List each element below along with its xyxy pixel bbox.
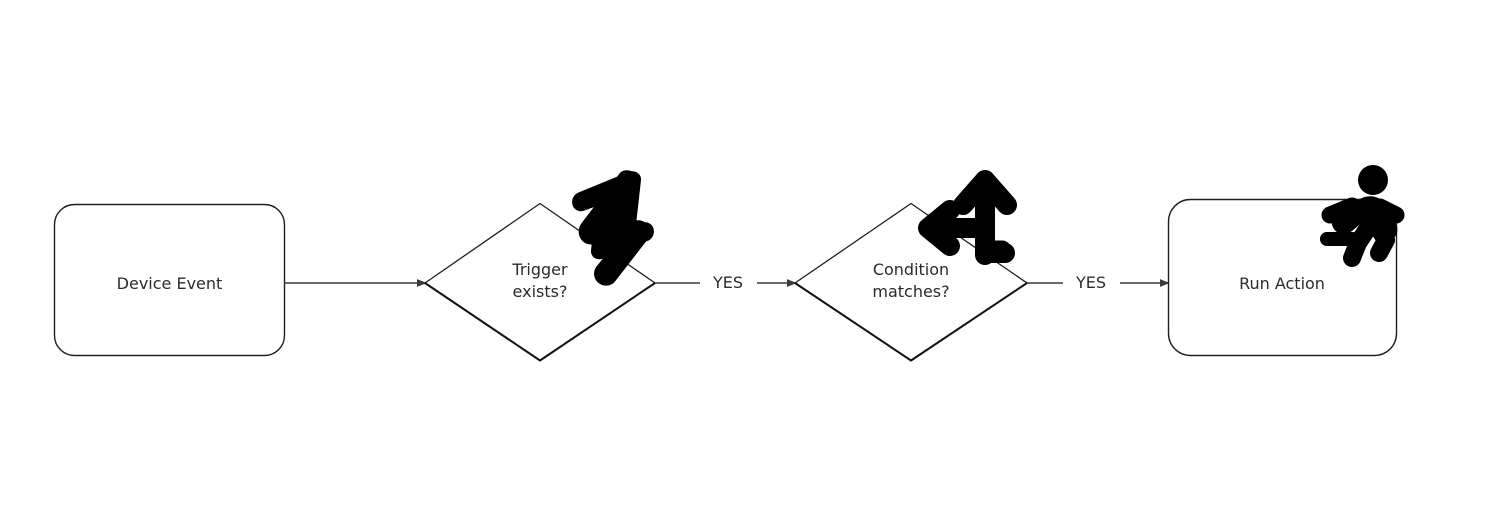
running-person-icon <box>1320 165 1405 267</box>
fork-directions-icon-tail <box>975 230 1015 263</box>
node-trigger-exists-shadow-edges <box>424 282 656 362</box>
lightning-bolt-icon <box>572 170 654 286</box>
node-condition-matches-shadow-edges <box>794 282 1028 362</box>
node-device-event-shape[interactable] <box>53 203 286 357</box>
